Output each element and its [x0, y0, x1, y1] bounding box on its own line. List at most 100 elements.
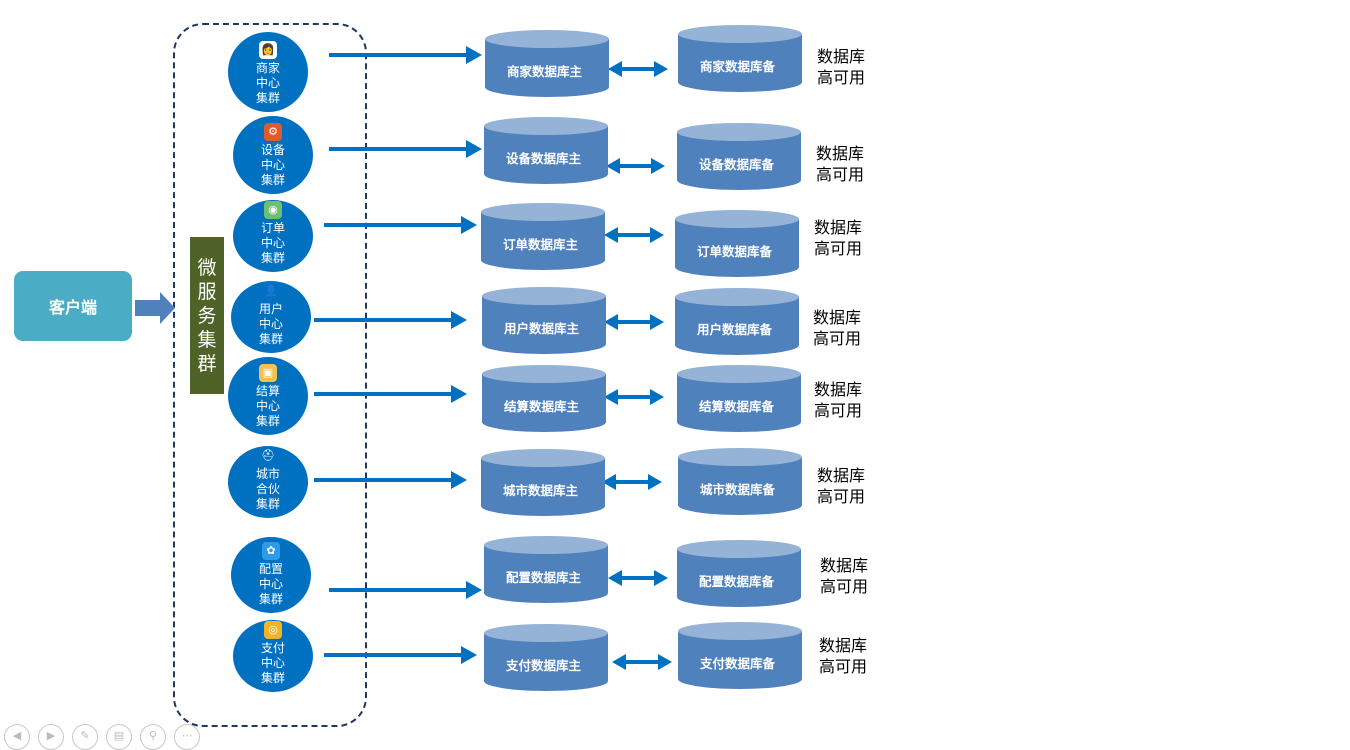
- service-to-db-arrowhead: [466, 140, 482, 158]
- backup-db: 用户数据库备: [675, 288, 799, 364]
- db-cylinder-top: [481, 449, 605, 467]
- db-label: 商家数据库主: [507, 64, 583, 79]
- db-cylinder-top: [678, 25, 802, 43]
- settlement-icon: ▣: [259, 364, 277, 382]
- db-ha-label: 数据库高可用: [817, 466, 866, 506]
- db-cylinder-body: [481, 212, 605, 270]
- db-cylinder-top: [678, 622, 802, 640]
- config-gear-icon: ✿: [262, 542, 280, 560]
- db-label: 订单数据库主: [503, 237, 579, 252]
- db-cylinder-top: [482, 365, 606, 383]
- service-name: 订单中心集群: [260, 221, 285, 265]
- replication-arrowhead-right: [650, 227, 664, 243]
- service-node: ◎ 支付中心集群: [233, 620, 313, 692]
- service-name: 设备中心集群: [260, 143, 285, 187]
- replication-arrowhead-right: [654, 61, 668, 77]
- microservice-cluster-boundary: [173, 23, 367, 727]
- db-cylinder-body: [678, 631, 802, 689]
- db-label: 设备数据库主: [506, 151, 582, 166]
- db-cylinder-top: [677, 123, 801, 141]
- slides-icon[interactable]: ▤: [106, 724, 132, 750]
- service-to-db-arrowhead: [451, 311, 467, 329]
- db-label: 设备数据库备: [699, 157, 775, 172]
- db-cylinder-body: [481, 458, 605, 516]
- db-ha-label: 数据库高可用: [820, 556, 869, 596]
- microservice-cluster-label: 微服务集群: [190, 237, 224, 394]
- next-icon[interactable]: ▶: [38, 724, 64, 750]
- master-db: 设备数据库主: [484, 117, 608, 193]
- master-db: 城市数据库主: [481, 449, 605, 525]
- db-cylinder-top: [484, 117, 608, 135]
- city-partner-icon: ⛑: [259, 447, 277, 465]
- replication-arrowhead-right: [658, 654, 672, 670]
- service-name: 商家中心集群: [255, 61, 280, 105]
- backup-db: 设备数据库备: [677, 123, 801, 199]
- backup-db: 商家数据库备: [678, 25, 802, 101]
- db-ha-label: 数据库高可用: [817, 47, 866, 87]
- service-name: 支付中心集群: [260, 641, 285, 685]
- db-cylinder-top: [677, 540, 801, 558]
- db-label: 城市数据库主: [503, 483, 579, 498]
- db-cylinder-body: [675, 219, 799, 277]
- replication-arrowhead-left: [608, 61, 622, 77]
- master-db: 订单数据库主: [481, 203, 605, 279]
- service-node: ▣ 结算中心集群: [228, 357, 308, 435]
- db-cylinder-top: [675, 210, 799, 228]
- db-cylinder-top: [675, 288, 799, 306]
- replication-arrowhead-left: [604, 227, 618, 243]
- master-db: 商家数据库主: [485, 30, 609, 106]
- db-ha-label: 数据库高可用: [814, 380, 863, 420]
- replication-arrowhead-left: [602, 474, 616, 490]
- db-label: 订单数据库备: [697, 244, 773, 259]
- db-cylinder-top: [481, 203, 605, 221]
- service-node: 👤 用户中心集群: [231, 281, 311, 353]
- service-name: 用户中心集群: [258, 302, 283, 346]
- backup-db: 支付数据库备: [678, 622, 802, 698]
- db-cylinder-body: [678, 457, 802, 515]
- db-ha-label: 数据库高可用: [813, 308, 862, 348]
- client-label: 客户端: [48, 298, 97, 317]
- master-db: 支付数据库主: [484, 624, 608, 700]
- db-label: 结算数据库备: [699, 399, 775, 414]
- db-label: 结算数据库主: [504, 399, 580, 414]
- master-db: 配置数据库主: [484, 536, 608, 612]
- service-name: 结算中心集群: [255, 384, 280, 428]
- prev-icon[interactable]: ◀: [4, 724, 30, 750]
- service-name: 城市合伙集群: [255, 467, 280, 511]
- db-ha-label: 数据库高可用: [819, 636, 868, 676]
- master-db: 用户数据库主: [482, 287, 606, 363]
- db-cylinder-body: [485, 39, 609, 97]
- cluster-label-text: 微服务集群: [197, 256, 217, 375]
- service-to-db-arrowhead: [451, 471, 467, 489]
- replication-arrowhead-right: [648, 474, 662, 490]
- db-label: 配置数据库备: [699, 574, 775, 589]
- db-label: 支付数据库备: [700, 656, 776, 671]
- backup-db: 订单数据库备: [675, 210, 799, 286]
- replication-arrowhead-right: [650, 389, 664, 405]
- db-label: 配置数据库主: [506, 570, 582, 585]
- payment-coins-icon: ◎: [264, 621, 282, 639]
- db-cylinder-top: [482, 287, 606, 305]
- db-cylinder-top: [677, 365, 801, 383]
- db-cylinder-body: [482, 374, 606, 432]
- service-node: ⛑ 城市合伙集群: [228, 446, 308, 518]
- db-ha-label: 数据库高可用: [814, 218, 863, 258]
- db-cylinder-top: [678, 448, 802, 466]
- db-cylinder-body: [484, 633, 608, 691]
- replication-arrowhead-left: [612, 654, 626, 670]
- service-node: ✿ 配置中心集群: [231, 537, 311, 613]
- db-cylinder-body: [677, 374, 801, 432]
- replication-arrowhead-left: [604, 314, 618, 330]
- client-to-cluster-arrow: [135, 292, 175, 324]
- db-cylinder-top: [485, 30, 609, 48]
- service-to-db-arrowhead: [461, 646, 477, 664]
- device-icon: ⚙: [264, 123, 282, 141]
- db-label: 城市数据库备: [700, 482, 776, 497]
- db-cylinder-body: [678, 34, 802, 92]
- pen-icon[interactable]: ✎: [72, 724, 98, 750]
- zoom-icon[interactable]: ⚲: [140, 724, 166, 750]
- service-name: 配置中心集群: [258, 562, 283, 606]
- slideshow-toolbar: ◀ ▶ ✎ ▤ ⚲ ⋯: [0, 724, 200, 750]
- service-node: ⚙ 设备中心集群: [233, 116, 313, 194]
- more-icon[interactable]: ⋯: [174, 724, 200, 750]
